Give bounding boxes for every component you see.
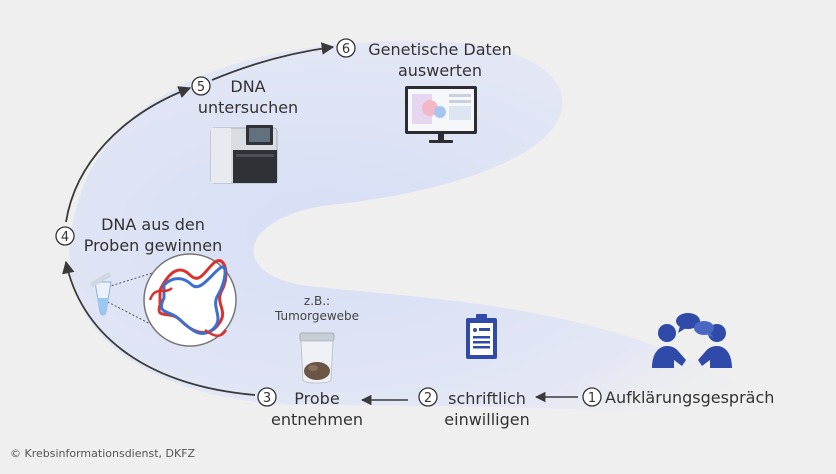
step-4-number: 4 bbox=[61, 230, 69, 245]
step-6-label-line2: auswerten bbox=[397, 61, 483, 80]
step-5-label: DNA untersuchen bbox=[193, 76, 303, 118]
dna-helix-icon bbox=[103, 253, 237, 347]
step-6-label-line1: Genetische Daten bbox=[368, 40, 512, 59]
step-1-label: Aufklärungsgespräch bbox=[605, 388, 775, 407]
step-3-label: Probe entnehmen bbox=[262, 388, 372, 430]
step-3-label-line2: entnehmen bbox=[271, 410, 363, 429]
step-2-label-line1: schriftlich bbox=[448, 389, 526, 408]
step-6-label: Genetische Daten auswerten bbox=[360, 39, 520, 81]
step-number-4: 4 bbox=[55, 226, 75, 246]
step-2-label-line2: einwilligen bbox=[444, 410, 530, 429]
step-3-label-line1: Probe bbox=[294, 389, 340, 408]
step-number-2: 2 bbox=[418, 387, 438, 407]
step-6-number: 6 bbox=[342, 42, 350, 57]
step-3-number: 3 bbox=[263, 391, 271, 406]
sample-note-line1: z.B.: bbox=[303, 294, 331, 308]
arrow-3-to-4 bbox=[62, 260, 256, 396]
monitor-icon bbox=[405, 86, 477, 143]
step-4-label: DNA aus den Proben gewinnen bbox=[78, 214, 228, 256]
step-5-label-line2: untersuchen bbox=[197, 98, 299, 117]
sample-note: z.B.: Tumorgewebe bbox=[262, 294, 372, 324]
copyright-notice: © Krebsinformationsdienst, DKFZ bbox=[10, 447, 196, 460]
step-5-label-line1: DNA bbox=[230, 77, 266, 96]
step-1-number: 1 bbox=[588, 391, 596, 406]
sequencer-icon bbox=[210, 125, 278, 184]
people-talking-icon bbox=[652, 313, 732, 368]
step-5-number: 5 bbox=[197, 80, 205, 95]
clipboard-icon bbox=[466, 314, 497, 359]
sample-note-line2: Tumorgewebe bbox=[274, 309, 360, 323]
step-2-number: 2 bbox=[424, 391, 432, 406]
tissue-jar-icon bbox=[299, 332, 335, 384]
step-number-6: 6 bbox=[336, 38, 356, 58]
arrow-5-to-6 bbox=[211, 42, 335, 81]
test-tube-icon bbox=[90, 272, 112, 316]
step-2-label: schriftlich einwilligen bbox=[432, 388, 542, 430]
step-number-5: 5 bbox=[191, 76, 211, 96]
arrow-4-to-5 bbox=[65, 86, 192, 223]
step-4-label-line1: DNA aus den bbox=[101, 215, 205, 234]
step-number-1: 1 bbox=[582, 387, 602, 407]
step-number-3: 3 bbox=[257, 387, 277, 407]
step-4-label-line2: Proben gewinnen bbox=[83, 236, 223, 255]
